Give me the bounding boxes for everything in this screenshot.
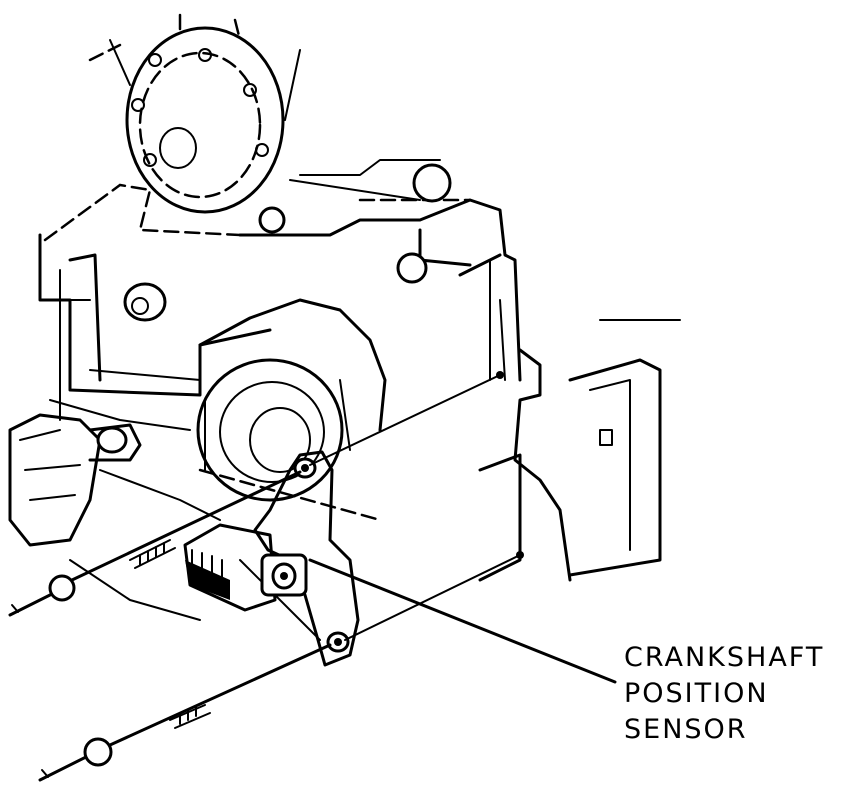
callout-leader-line xyxy=(308,558,617,684)
engine-block xyxy=(38,159,522,431)
sensor-bracket xyxy=(253,450,360,667)
upper-bolt xyxy=(8,470,302,617)
callout-label-line-2: POSITION xyxy=(624,678,769,709)
water-pump-pulley xyxy=(88,13,301,214)
engine-mount-right xyxy=(478,319,681,582)
callout-label: CRANKSHAFT POSITION SENSOR xyxy=(624,640,824,748)
callout-label-line-1: CRANKSHAFT xyxy=(624,642,825,673)
crankshaft-position-sensor xyxy=(183,523,308,612)
alignment-lines xyxy=(309,371,524,641)
lower-bolt xyxy=(38,643,332,782)
crankshaft-pulley xyxy=(196,298,387,502)
callout-label-line-3: SENSOR xyxy=(624,714,748,745)
left-side-components xyxy=(8,413,382,641)
